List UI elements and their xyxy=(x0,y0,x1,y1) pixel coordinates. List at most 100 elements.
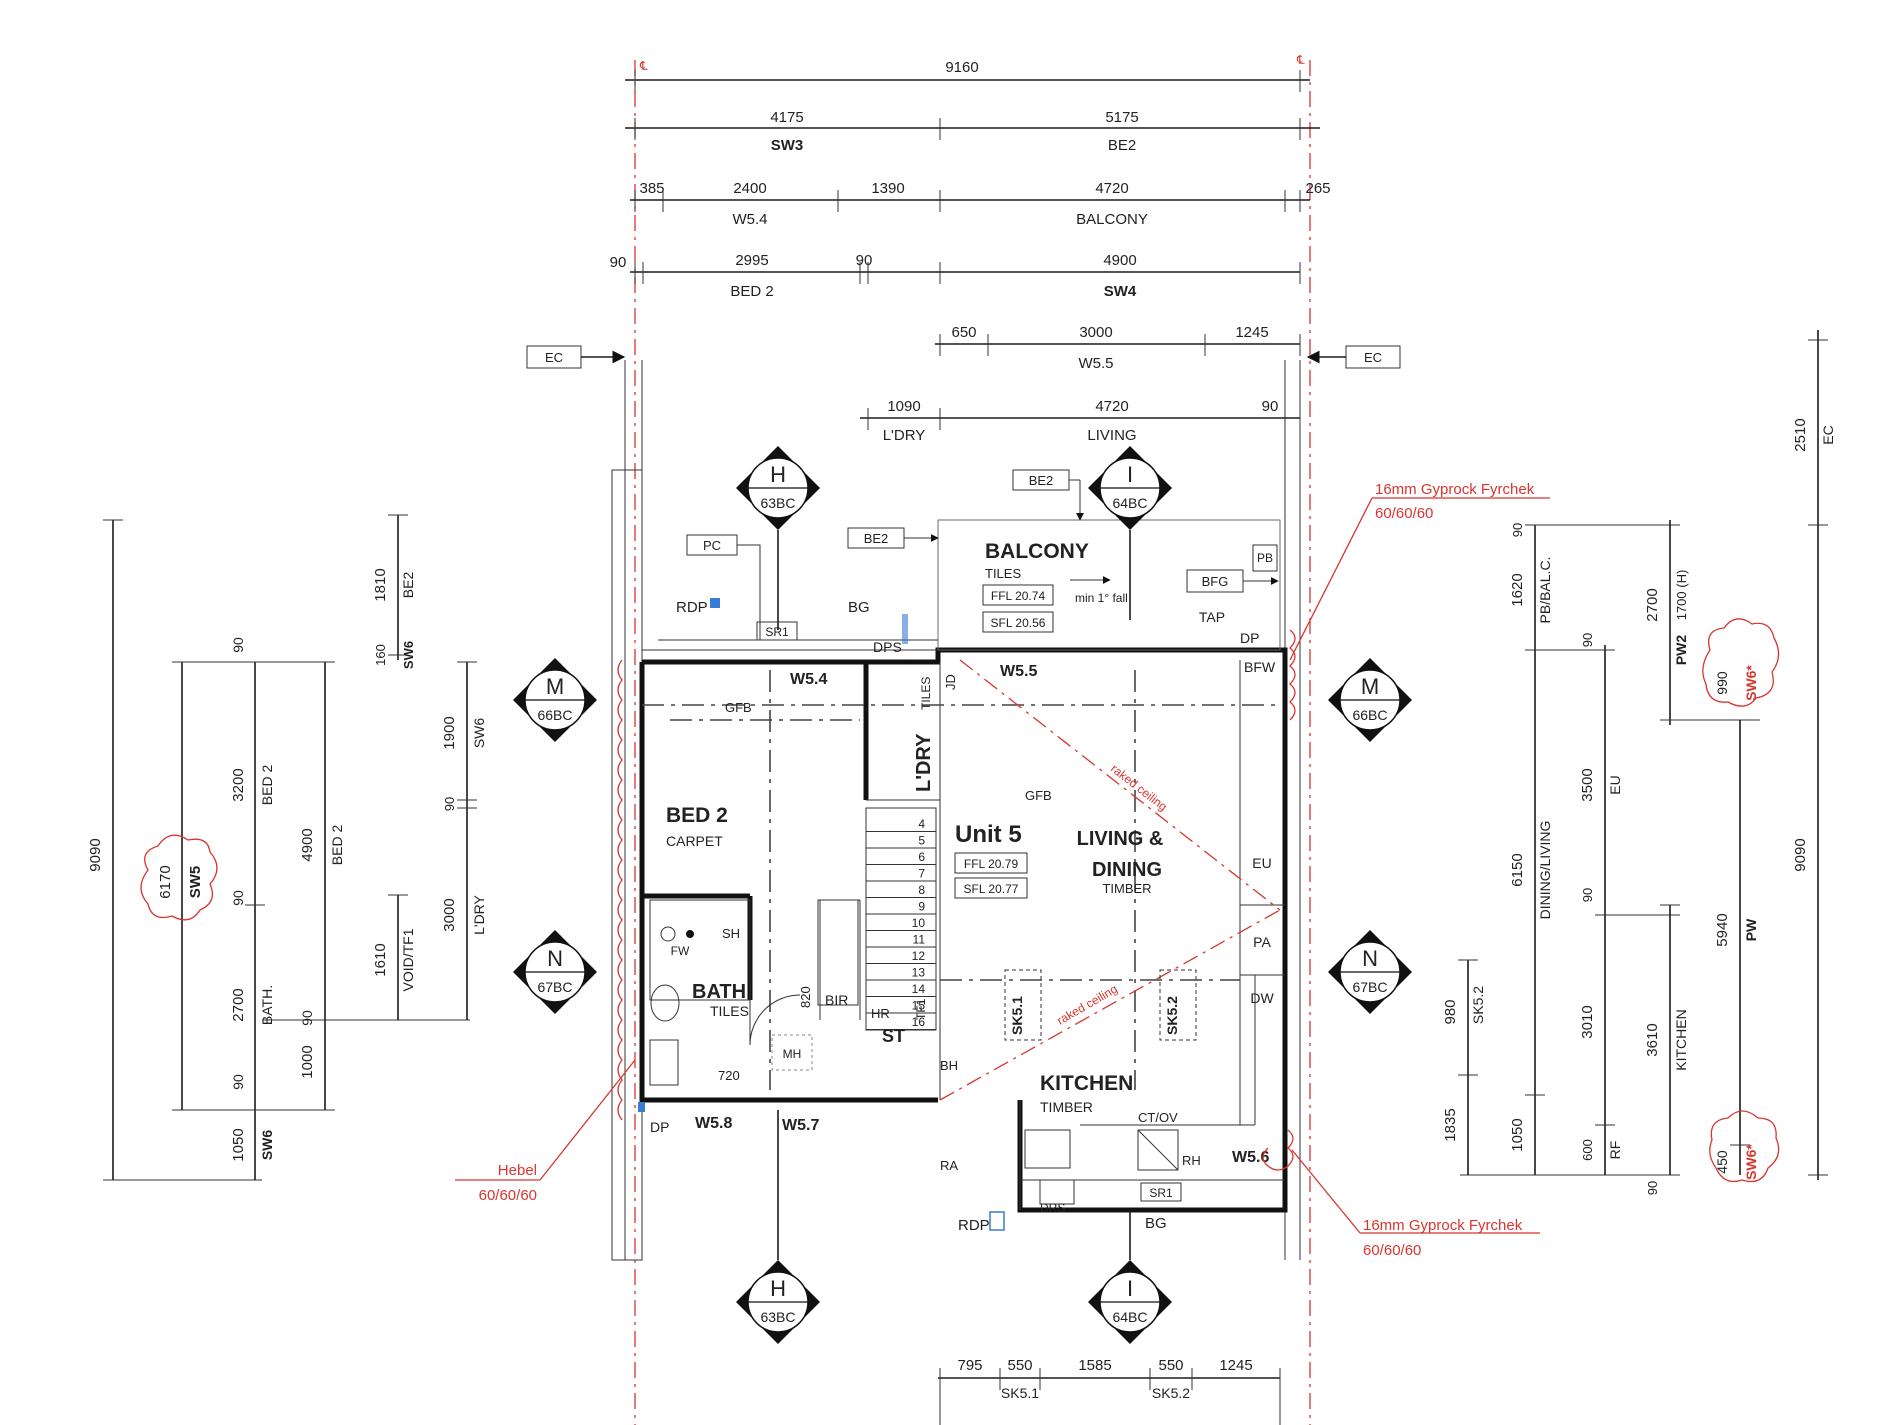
svg-text:M: M xyxy=(1361,674,1379,699)
dim-4900: 4900 xyxy=(1103,252,1136,269)
dim-left-1810: 1810 xyxy=(372,568,389,601)
label-living-top: LIVING xyxy=(1087,427,1136,444)
unit-name: Unit 5 xyxy=(955,821,1022,848)
dim-265: 265 xyxy=(1305,180,1330,197)
svg-text:I: I xyxy=(1127,1276,1133,1301)
beam-lines xyxy=(642,659,1281,1101)
balcony-finish: TILES xyxy=(985,566,1021,581)
label-ra: RA xyxy=(940,1158,958,1173)
right-dimensions: 2510 EC 9090 90 1620 PB/BAL.C. 6150 DINI… xyxy=(1442,330,1836,1195)
label-left-sw6-a: SW6 xyxy=(259,1130,275,1161)
dim-right-90-c: 90 xyxy=(1580,888,1595,902)
dim-right-2700: 2700 xyxy=(1644,588,1661,621)
dim-4720-b: 4720 xyxy=(1095,398,1128,415)
dim-right-90-b: 90 xyxy=(1580,633,1595,647)
label-pa: PA xyxy=(1253,934,1271,950)
label-right-sw6-a: SW6* xyxy=(1743,665,1759,701)
label-gfb-living: GFB xyxy=(1025,788,1052,803)
dim-550-b: 550 xyxy=(1158,1357,1183,1374)
section-marker-m-right: M 66BC xyxy=(1328,658,1412,742)
label-bh: BH xyxy=(940,1058,958,1073)
dim-90-a: 90 xyxy=(610,254,627,271)
bath-name: BATH xyxy=(692,981,746,1003)
stair-number: 15 xyxy=(912,999,926,1013)
dim-90-c: 90 xyxy=(1262,398,1279,415)
label-mh: MH xyxy=(783,1047,802,1061)
label-left-bath: BATH. xyxy=(259,985,275,1025)
dim-right-980: 980 xyxy=(1442,999,1459,1024)
note-gyprock-bottom-rating: 60/60/60 xyxy=(1363,1242,1421,1259)
svg-text:N: N xyxy=(1362,946,1378,971)
balcony-fall: min 1° fall xyxy=(1075,591,1128,605)
dim-left-1000: 1000 xyxy=(299,1045,316,1078)
dim-3000: 3000 xyxy=(1079,324,1112,341)
label-left-void: L'DRY xyxy=(471,894,487,934)
ec-tag-left: EC xyxy=(545,350,563,365)
dim-1585: 1585 xyxy=(1078,1357,1111,1374)
label-tf1: TF1 xyxy=(914,998,928,1020)
balcony-ffl: FFL 20.74 xyxy=(991,589,1046,603)
living-finish: TIMBER xyxy=(1102,881,1151,896)
left-dimensions: 9090 6170 SW5 3200 BED 2 2700 BATH. 1050… xyxy=(87,514,487,1181)
stair-number: 16 xyxy=(912,1015,926,1029)
label-820: 820 xyxy=(798,986,813,1008)
stair-number: 13 xyxy=(912,966,926,980)
section-marker-i-bottom: I 64BC xyxy=(1088,1260,1172,1344)
label-right-pw: PW xyxy=(1743,918,1759,941)
label-right-sw6-b: SW6* xyxy=(1743,1144,1759,1180)
label-dp-bottom: DP xyxy=(650,1119,669,1135)
label-bg-top: BG xyxy=(848,599,870,616)
grid-lines: ℄ ℄ xyxy=(634,53,1311,1425)
svg-text:℄: ℄ xyxy=(1296,53,1305,67)
unit-ffl: FFL 20.79 xyxy=(964,857,1019,871)
label-left-bed2-b: BED 2 xyxy=(329,825,345,866)
tag-be2-wall: BE2 xyxy=(864,531,889,546)
label-jd: JD xyxy=(943,674,958,690)
svg-text:℄: ℄ xyxy=(639,59,648,73)
top-dimensions: 9160 4175 5175 SW3 BE2 385 2400 1390 472… xyxy=(610,59,1331,444)
label-rdp-bottom: RDP xyxy=(958,1217,990,1234)
dim-left-2700: 2700 xyxy=(230,988,247,1021)
stair-number: 7 xyxy=(918,867,925,881)
label-w54-top: W5.4 xyxy=(732,211,767,228)
plan-labels: RDP BG DPS W5.4 W5.5 GFB GFB JD BED 2 CA… xyxy=(638,598,1274,1234)
dim-left-9090: 9090 xyxy=(87,838,104,871)
dim-2995: 2995 xyxy=(735,252,768,269)
dim-left-90-d: 90 xyxy=(299,1010,315,1026)
stair-number: 4 xyxy=(918,817,925,831)
dim-1245: 1245 xyxy=(1235,324,1268,341)
living-name-2: DINING xyxy=(1092,859,1162,881)
note-hebel: Hebel xyxy=(498,1162,537,1179)
label-be2: BE2 xyxy=(1108,137,1136,154)
section-marker-m-left: M 66BC xyxy=(513,658,597,742)
label-w58: W5.8 xyxy=(695,1115,732,1132)
svg-text:67BC: 67BC xyxy=(1352,979,1387,995)
bottom-dimensions: 795 550 1585 550 1245 SK5.1 SK5.2 xyxy=(938,1357,1281,1425)
dim-right-1620: 1620 xyxy=(1509,573,1526,606)
dim-overall: 9160 xyxy=(945,59,978,76)
dim-left-90-b: 90 xyxy=(230,890,246,906)
dim-795: 795 xyxy=(957,1357,982,1374)
note-gyprock-top: 16mm Gyprock Fyrchek xyxy=(1375,481,1535,498)
dim-right-3610: 3610 xyxy=(1644,1023,1661,1056)
dim-right-450: 450 xyxy=(1714,1150,1730,1174)
section-markers: H 63BC I 64BC M 66BC M 66BC xyxy=(513,446,1412,1344)
label-w54: W5.4 xyxy=(790,671,827,688)
svg-text:63BC: 63BC xyxy=(760,495,795,511)
label-fw: FW xyxy=(671,944,690,958)
tag-be2-balcony: BE2 xyxy=(1029,473,1054,488)
label-sk52-plan: SK5.2 xyxy=(1164,996,1180,1035)
svg-text:M: M xyxy=(546,674,564,699)
dim-right-90-a: 90 xyxy=(1510,523,1525,537)
svg-text:64BC: 64BC xyxy=(1112,495,1147,511)
label-left-sw6-b: SW6 xyxy=(401,641,416,669)
ec-tags: EC EC xyxy=(526,345,1401,369)
label-dw: DW xyxy=(1250,990,1274,1006)
dim-right-2510: 2510 xyxy=(1792,418,1809,451)
label-right-sk52: SK5.2 xyxy=(1470,986,1486,1024)
label-sk51-bottom: SK5.1 xyxy=(1001,1385,1039,1401)
dim-4720: 4720 xyxy=(1095,180,1128,197)
label-dp-top: DP xyxy=(1240,630,1259,646)
tag-pc: PC xyxy=(703,538,721,553)
label-gfb-bed: GFB xyxy=(725,700,752,715)
